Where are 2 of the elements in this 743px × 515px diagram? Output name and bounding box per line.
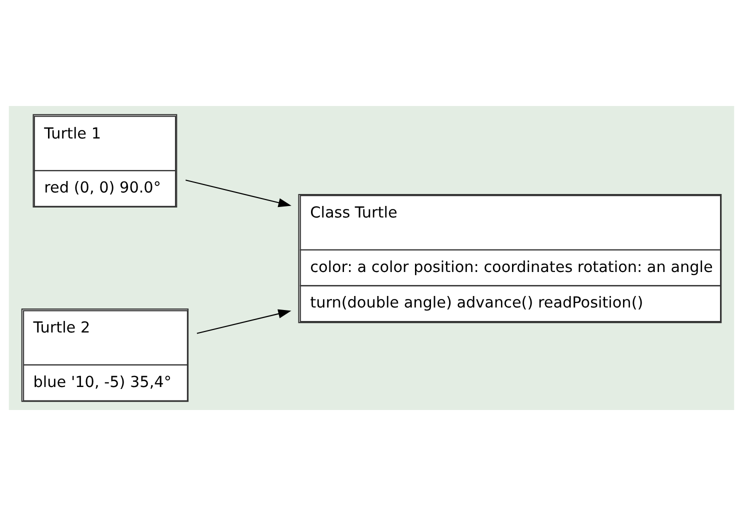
- arrow: [186, 179, 292, 207]
- arrow: [196, 308, 292, 334]
